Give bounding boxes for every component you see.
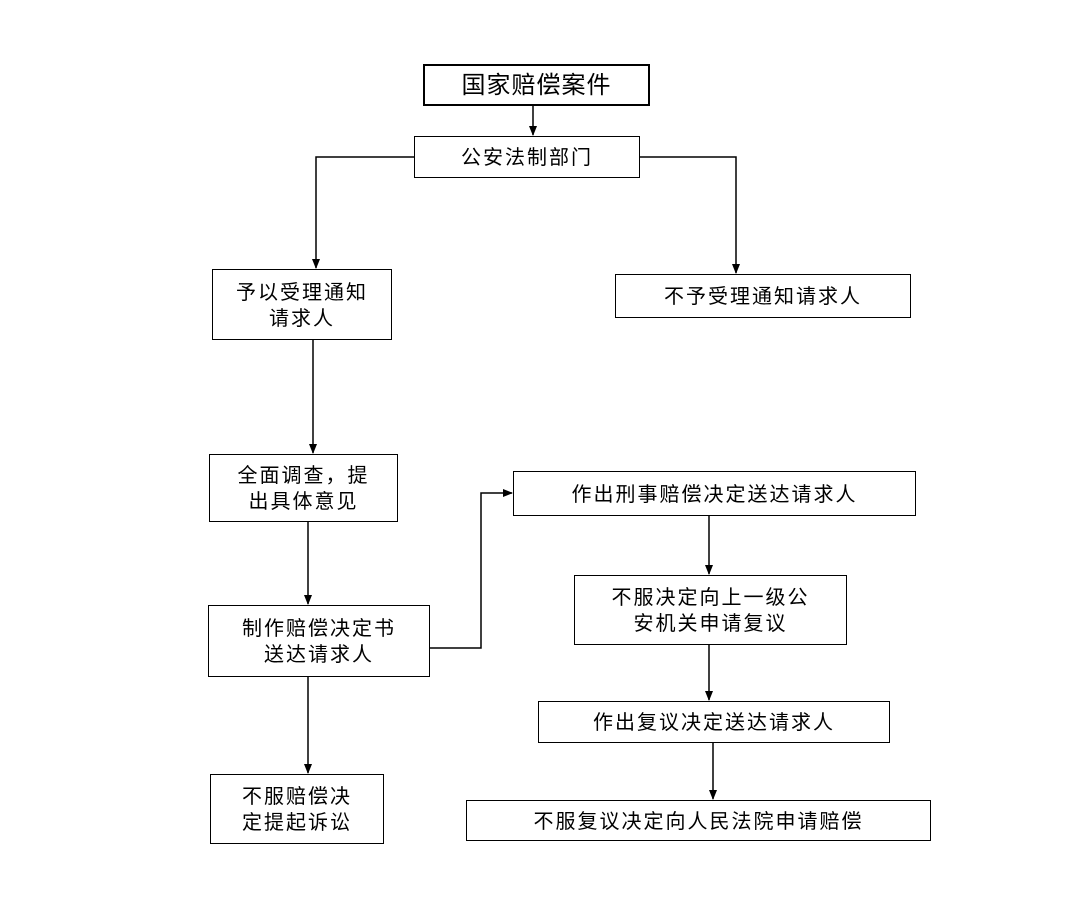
- arrow-police-to-accept: [312, 156, 414, 269]
- node-state-compensation-case: 国家赔偿案件: [423, 64, 650, 106]
- node-apply-review: 不服决定向上一级公 安机关申请复议: [574, 575, 847, 645]
- node-label: 全面调查，提 出具体意见: [237, 463, 370, 513]
- node-make-decision: 制作赔偿决定书 送达请求人: [208, 605, 430, 677]
- arrow-police-to-reject: [640, 156, 740, 274]
- node-disagree-lawsuit: 不服赔偿决 定提起诉讼: [210, 774, 384, 844]
- node-label: 不服赔偿决 定提起诉讼: [242, 784, 352, 834]
- arrow-decision-to-criminal: [430, 489, 513, 649]
- node-label: 不服复议决定向人民法院申请赔偿: [533, 808, 864, 833]
- node-reject-notice: 不予受理通知请求人: [615, 274, 911, 318]
- node-accept-notice: 予以受理通知 请求人: [212, 269, 392, 340]
- node-police-legal-department: 公安法制部门: [414, 136, 640, 178]
- node-criminal-compensation-decision: 作出刑事赔偿决定送达请求人: [513, 471, 916, 516]
- node-court-application: 不服复议决定向人民法院申请赔偿: [466, 800, 931, 841]
- node-label: 作出刑事赔偿决定送达请求人: [571, 481, 858, 506]
- node-label: 公安法制部门: [461, 145, 593, 169]
- node-investigate: 全面调查，提 出具体意见: [209, 454, 398, 522]
- node-label: 作出复议决定送达请求人: [593, 710, 835, 734]
- node-label: 国家赔偿案件: [461, 71, 612, 99]
- node-label: 制作赔偿决定书 送达请求人: [242, 616, 396, 666]
- node-label: 不服决定向上一级公 安机关申请复议: [611, 585, 810, 635]
- node-label: 不予受理通知请求人: [664, 284, 862, 308]
- node-review-decision: 作出复议决定送达请求人: [538, 701, 890, 743]
- node-label: 予以受理通知 请求人: [236, 279, 368, 330]
